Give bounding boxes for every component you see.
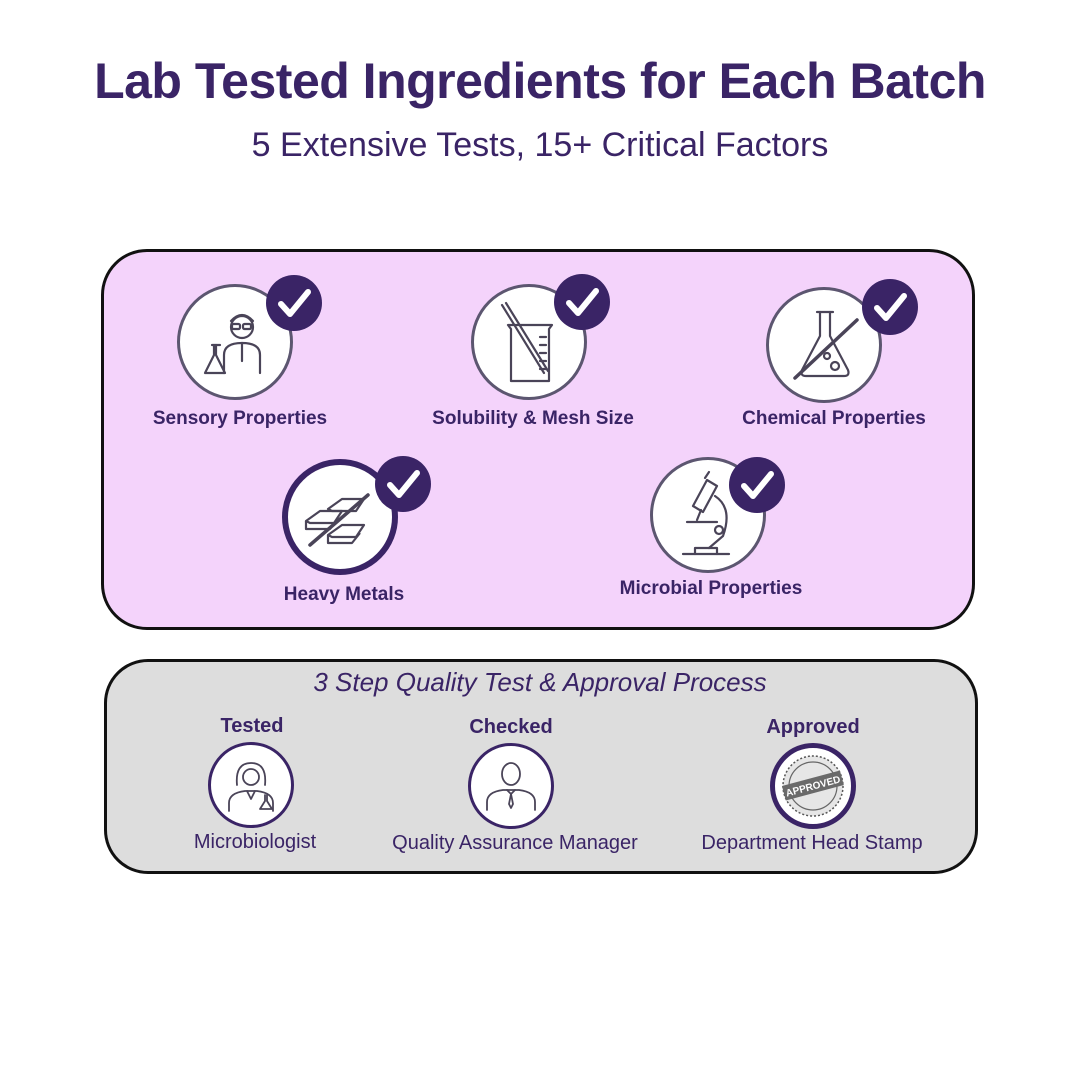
checkmark-icon bbox=[554, 274, 610, 330]
page-subtitle: 5 Extensive Tests, 15+ Critical Factors bbox=[251, 126, 829, 164]
test-label: Microbial Properties bbox=[619, 578, 803, 599]
step-role: Quality Assurance Manager bbox=[392, 832, 638, 854]
step-heading: Approved bbox=[766, 716, 860, 738]
approved-stamp-icon: APPROVED bbox=[770, 743, 856, 829]
test-label: Solubility & Mesh Size bbox=[432, 408, 634, 429]
microbiologist-icon bbox=[208, 742, 294, 828]
test-label: Sensory Properties bbox=[152, 408, 328, 429]
metal-bars-icon bbox=[282, 459, 398, 575]
step-heading: Checked bbox=[469, 716, 553, 738]
test-label: Heavy Metals bbox=[283, 584, 405, 605]
manager-icon bbox=[468, 743, 554, 829]
page-title: Lab Tested Ingredients for Each Batch bbox=[94, 53, 986, 109]
process-title: 3 Step Quality Test & Approval Process bbox=[313, 667, 767, 697]
step-role: Microbiologist bbox=[193, 831, 317, 853]
checkmark-icon bbox=[266, 275, 322, 331]
checkmark-icon bbox=[862, 279, 918, 335]
step-role: Department Head Stamp bbox=[701, 832, 923, 854]
step-heading: Tested bbox=[220, 715, 284, 737]
test-label: Chemical Properties bbox=[742, 408, 926, 429]
checkmark-icon bbox=[375, 456, 431, 512]
checkmark-icon bbox=[729, 457, 785, 513]
